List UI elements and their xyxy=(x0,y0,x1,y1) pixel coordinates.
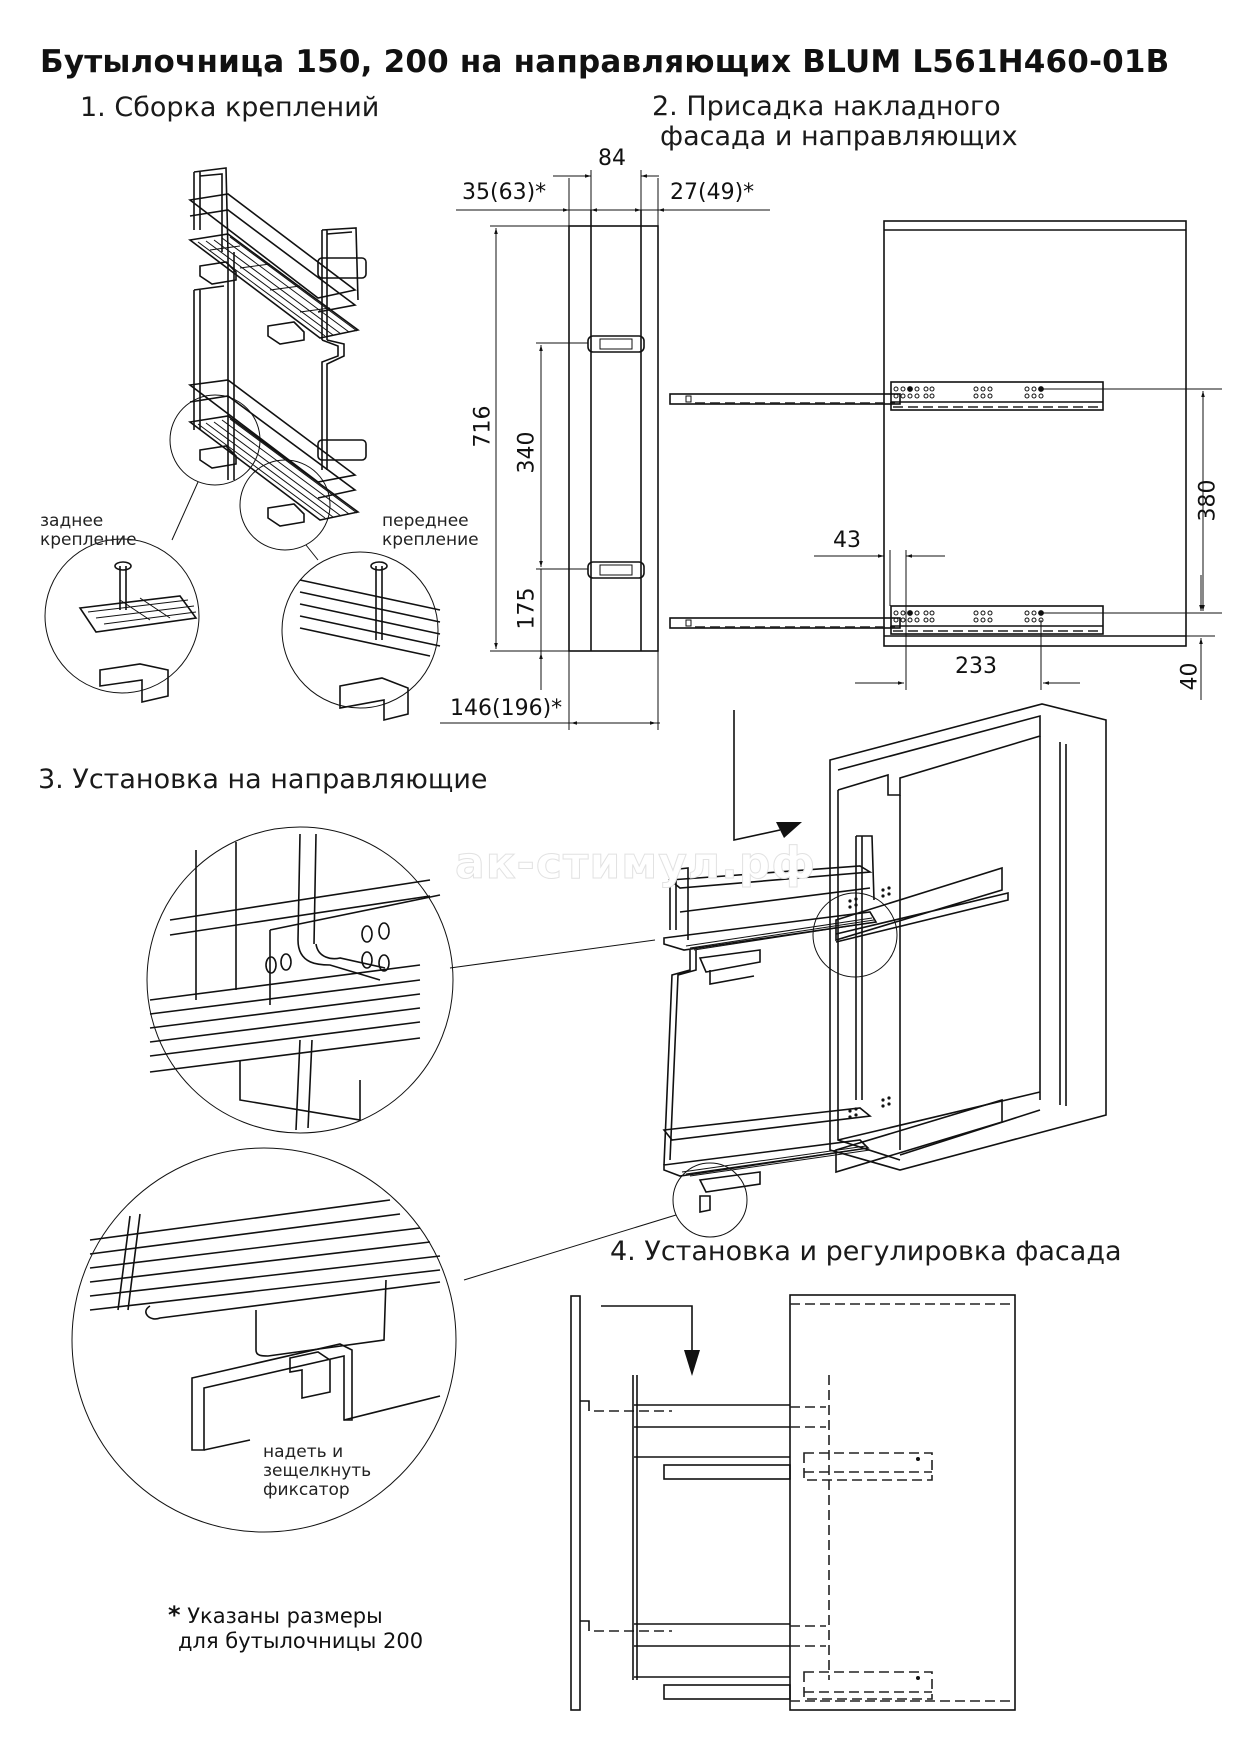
watermark: ак-стимул.рф xyxy=(455,838,816,890)
dim-left-offset: 35(63)* xyxy=(462,180,547,205)
section-1-label: Сборка креплений xyxy=(114,92,380,123)
dim-right-offset: 27(49)* xyxy=(670,180,755,205)
rear-mount-callout: заднее крепление xyxy=(40,512,137,550)
section-3-label: Установка на направляющие xyxy=(72,764,488,795)
rear-mount-callout-line2: крепление xyxy=(40,530,137,550)
section-2-label-line2: фасада и направляющих xyxy=(660,121,1018,152)
section-1-number: 1. xyxy=(80,92,106,123)
cabinet-side-view xyxy=(669,220,1222,700)
rear-mount-callout-line1: заднее xyxy=(40,511,104,531)
installation-isometric-drawing xyxy=(71,703,1107,1533)
dim-height: 716 xyxy=(470,405,496,448)
section-4-label: Установка и регулировка фасада xyxy=(644,1236,1122,1267)
latch-instruction-line2: зещелкнуть xyxy=(263,1461,372,1481)
section-2-number: 2. xyxy=(652,91,678,122)
dim-mount-spacing: 340 xyxy=(514,431,540,474)
dim-panel-width: 146(196)* xyxy=(450,696,563,721)
footnote-line2: для бутылочницы 200 xyxy=(178,1629,424,1653)
facade-front-view xyxy=(440,170,770,730)
section-3-number: 3. xyxy=(38,764,64,795)
dim-hole-distance: 233 xyxy=(955,654,997,679)
document-title: Бутылочница 150, 200 на направляющих BLU… xyxy=(40,44,1170,80)
section-2-heading: 2. Присадка накладного фасада и направля… xyxy=(652,92,1018,152)
latch-instruction: надеть и зещелкнуть фиксатор xyxy=(263,1443,371,1500)
front-mount-callout: переднее крепление xyxy=(382,512,479,550)
basket-isometric-drawing xyxy=(44,167,441,722)
section-2-label-line1: Присадка накладного xyxy=(686,91,1001,122)
dim-front-offset: 43 xyxy=(833,528,861,553)
footnote-marker: * xyxy=(168,1601,181,1629)
dim-bottom-offset: 40 xyxy=(1177,662,1203,691)
section-4-heading: 4. Установка и регулировка фасада xyxy=(610,1236,1122,1267)
dim-bottom-mount: 175 xyxy=(514,587,540,630)
dim-rail-spacing: 380 xyxy=(1195,479,1221,522)
section-1-heading: 1. Сборка креплений xyxy=(80,92,379,123)
dim-top-width: 84 xyxy=(598,146,626,171)
section-3-heading: 3. Установка на направляющие xyxy=(38,764,488,795)
facade-adjustment-drawing xyxy=(570,1294,1016,1711)
front-mount-callout-line2: крепление xyxy=(382,530,479,550)
footnote-line1: Указаны размеры xyxy=(187,1604,383,1628)
section-4-number: 4. xyxy=(610,1236,636,1267)
front-mount-callout-line1: переднее xyxy=(382,511,469,531)
latch-instruction-line1: надеть и xyxy=(263,1442,344,1462)
latch-instruction-line3: фиксатор xyxy=(263,1480,350,1500)
footnote: * Указаны размеры для бутылочницы 200 xyxy=(168,1603,423,1654)
